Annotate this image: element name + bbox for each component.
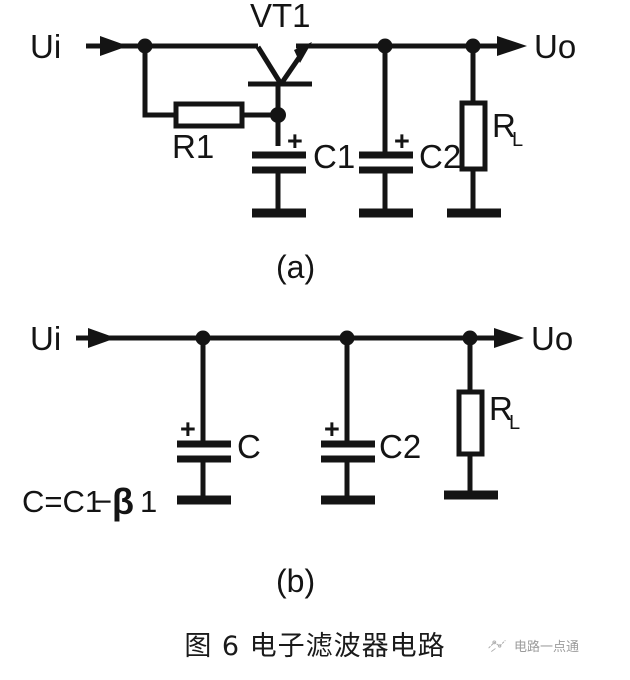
watermark-text: 电路一点通 [514, 640, 580, 655]
panel-b-input-label: Ui [30, 320, 61, 357]
panel-a-input-arrow-icon [86, 36, 128, 56]
panel-b-formula-lhs: C=C1 [22, 484, 102, 519]
figure-caption: 图 6 电子滤波器电路 [184, 630, 446, 662]
sparkle-logo-icon [488, 639, 506, 652]
panel-b-formula-operator: − [94, 484, 112, 519]
panel-b-formula-rhs: 1 [140, 484, 157, 519]
panel-a-resistor-rl [447, 46, 501, 218]
panel-b-formula-beta-symbol: β [112, 481, 134, 522]
panel-b-capacitor-c-label: C [237, 428, 261, 465]
panel-a-capacitor-c1-polarity: + [287, 126, 303, 156]
panel-a-output-arrow-icon [497, 36, 527, 56]
panel-a-r1-left-lead [142, 46, 178, 118]
panel-a-resistor-rl-label: R [492, 107, 516, 144]
panel-b-capacitor-c [177, 338, 231, 505]
panel-a-capacitor-c2-polarity: + [394, 126, 410, 156]
panel-a-capacitor-c1 [252, 151, 306, 218]
figure-caption-row: 图 6 电子滤波器电路 [0, 616, 630, 670]
watermark: 电路一点通 [486, 636, 579, 655]
panel-a-output-label: Uo [534, 28, 576, 65]
panel-a-input-label: Ui [30, 28, 61, 65]
panel-a-node-base [270, 107, 286, 123]
panel-b-resistor-rl-sublabel: L [509, 412, 520, 434]
panel-b-formula: C=C1 − β 1 [22, 481, 157, 522]
panel-b-output-label: Uo [531, 320, 573, 357]
panel-b-capacitor-c2-label: C2 [379, 428, 421, 465]
panel-a-capacitor-c2 [359, 46, 413, 218]
panel-a-resistor-r1-body [173, 101, 245, 129]
panel-b-capacitor-c2-polarity: + [324, 414, 340, 444]
panel-a-resistor-rl-sublabel: L [512, 129, 523, 151]
panel-b-capacitor-c-polarity: + [180, 414, 196, 444]
panel-a-resistor-r1-label: R1 [172, 128, 214, 165]
panel-a-capacitor-c2-label: C2 [419, 138, 461, 175]
panel-a-label: (a) [276, 249, 315, 285]
panel-b-label: (b) [276, 563, 315, 599]
panel-b-input-arrow-icon [76, 328, 116, 348]
panel-a-transistor-vt1-label: VT1 [250, 0, 311, 34]
panel-a-circuit: Ui Uo R1 [30, 0, 576, 285]
panel-b-resistor-rl [444, 338, 498, 500]
panel-a-capacitor-c1-label: C1 [313, 138, 355, 175]
panel-b-circuit: Ui Uo + C [22, 320, 573, 599]
panel-b-resistor-rl-label: R [489, 390, 513, 427]
panel-b-output-arrow-icon [494, 328, 524, 348]
panel-b-capacitor-c2 [321, 338, 375, 505]
